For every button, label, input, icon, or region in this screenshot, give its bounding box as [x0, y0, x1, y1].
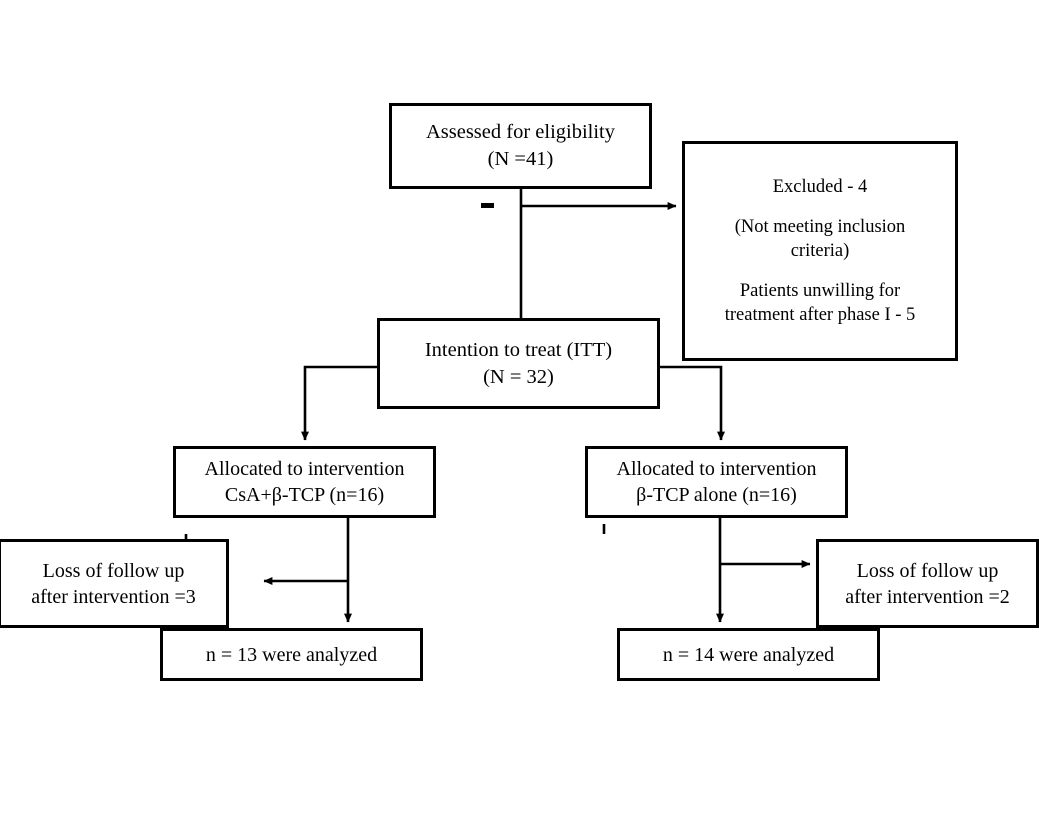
node-analyzed-right: n = 14 were analyzed: [617, 628, 880, 681]
node-alloc-left-line-2: CsA+β-TCP (n=16): [224, 484, 385, 506]
node-loss-right-line-1: Loss of follow up: [856, 559, 999, 582]
node-assessed-line-1: Assessed for eligibility: [425, 121, 616, 144]
node-intention-to-treat: Intention to treat (ITT) (N = 32): [377, 318, 660, 409]
node-loss-of-follow-up-left: Loss of follow up after intervention =3: [0, 539, 229, 628]
node-excluded-line-2: (Not meeting inclusion: [734, 216, 906, 237]
node-excluded-line-1: Excluded - 4: [772, 177, 868, 198]
node-alloc-left-line-1: Allocated to intervention: [204, 458, 405, 480]
node-analyzed-right-line-1: n = 14 were analyzed: [662, 643, 835, 666]
node-excluded-line-4: Patients unwilling for: [739, 280, 901, 301]
node-assessed-line-2: (N =41): [487, 148, 554, 170]
node-excluded: Excluded - 4 (Not meeting inclusion crit…: [682, 141, 958, 361]
connector-itt-to-alloc-right: [660, 365, 725, 441]
node-alloc-right-line-1: Allocated to intervention: [616, 458, 817, 480]
node-loss-left-line-1: Loss of follow up: [42, 559, 185, 582]
node-itt-line-1: Intention to treat (ITT): [424, 338, 613, 361]
node-loss-left-line-2: after intervention =3: [31, 585, 196, 608]
connector-itt-to-alloc-left: [301, 365, 377, 441]
node-loss-of-follow-up-right: Loss of follow up after intervention =2: [816, 539, 1039, 628]
node-analyzed-left-line-1: n = 13 were analyzed: [205, 643, 378, 666]
stray-dash-mark: [481, 203, 494, 208]
node-itt-line-2: (N = 32): [483, 365, 554, 388]
node-assessed-for-eligibility: Assessed for eligibility (N =41): [389, 103, 652, 189]
node-excluded-line-3: criteria): [790, 240, 850, 261]
node-allocated-intervention-csa-btcp: Allocated to intervention CsA+β-TCP (n=1…: [173, 446, 436, 518]
node-loss-right-line-2: after intervention =2: [845, 585, 1010, 608]
node-analyzed-left: n = 13 were analyzed: [160, 628, 423, 681]
node-allocated-intervention-btcp-alone: Allocated to intervention β-TCP alone (n…: [585, 446, 848, 518]
node-alloc-right-line-2: β-TCP alone (n=16): [636, 484, 797, 506]
node-excluded-line-5: treatment after phase I - 5: [724, 304, 916, 325]
